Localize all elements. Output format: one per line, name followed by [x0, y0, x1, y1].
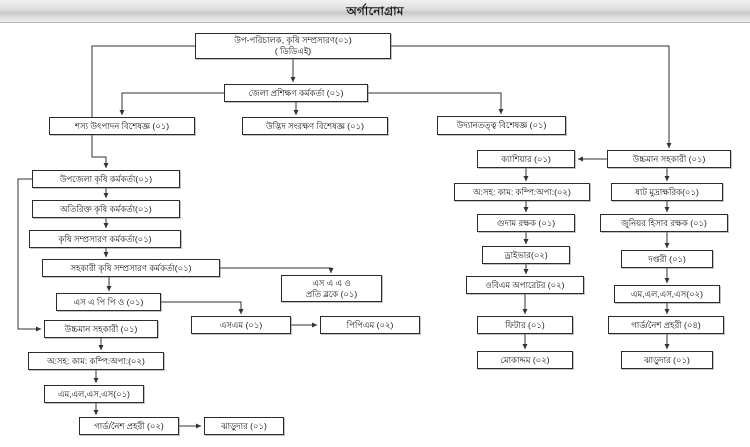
org-node-sweeper-left: ঝাড়ুদার (০১)	[204, 417, 284, 435]
page-title: অর্গানোগ্রাম	[346, 4, 404, 18]
org-node-sm: এসএম (০১)	[191, 316, 291, 334]
org-node-dto: জেলা প্রশিক্ষণ কর্মকর্তা (০১)	[224, 84, 368, 102]
org-node-ucchoman-left: উচ্চমান সহকারী (০১)	[44, 320, 158, 338]
org-node-driver: ড্রাইভার(০২)	[482, 246, 570, 264]
edge-dto-crop	[119, 92, 224, 116]
org-node-mlss-left: এম,এল,এস,এস(০১)	[44, 385, 144, 403]
edge-ddae-ucchomanright	[391, 45, 672, 149]
edge-dto-horti	[368, 92, 504, 115]
header-banner	[0, 0, 750, 23]
org-node-ddae: উপ-পরিচালক, কৃষি সম্প্রসারণ(০১) ( ডিডিএই…	[195, 33, 391, 59]
org-node-uao: উপজেলা কৃষি কর্মকর্তা(০১)	[32, 170, 180, 188]
org-node-saao: এস এ এ ও প্রতি ব্লকে (০১)	[281, 275, 382, 302]
org-node-mlss-right: এম,এল,এস,এস(০২)	[614, 285, 720, 303]
org-node-sweeper-right: ঝাড়ুদার (০১)	[621, 351, 713, 369]
org-node-storekeeper: গুদাম রক্ষক (০১)	[477, 214, 575, 232]
org-node-asst-comp-left: অ:সহ: কাম: কম্পি:অপা:(০২)	[28, 352, 164, 370]
org-node-sappo: এস এ পি পি ও (০১)	[56, 293, 161, 311]
edge-uao-ucchomanleft	[17, 178, 42, 332]
org-node-guard-right: গার্ড/নৈশ প্রহরী (০৪)	[608, 316, 724, 334]
org-node-ppm: পিপিএম (০২)	[320, 316, 420, 334]
org-node-asst-comp-mid: অ:সহ: কাম: কম্পি:অপা:(০২)	[454, 183, 590, 201]
org-node-jr-accountant: জুনিয়র হিসাব রক্ষক (০১)	[600, 214, 728, 232]
org-node-obm-operator: ওবিএম অপারেটর (০২)	[466, 276, 584, 294]
org-node-aaeo: সহকারী কৃষি সম্প্রসারণ কর্মকর্তা(০১)	[42, 259, 220, 277]
org-node-aeo: কৃষি সম্প্রসারণ কর্মকর্তা(০১)	[29, 230, 181, 248]
org-node-plant-prot-spec: উদ্ভিদ সংরক্ষণ বিশেষজ্ঞ (০১)	[242, 117, 388, 135]
edge-aaeo-saao	[220, 267, 334, 274]
org-node-guard-left: গার্ড/নৈশ প্রহরী (০২)	[79, 417, 179, 435]
org-node-doptori: দপ্তরী (০১)	[621, 250, 713, 268]
org-node-mokaddom: মোকাদ্দম (০২)	[477, 351, 573, 369]
edge-ddae-uao	[91, 45, 195, 169]
org-node-ucchoman-right: উচ্চমান সহকারী (০১)	[607, 150, 731, 168]
edge-sappo-sm	[161, 301, 244, 315]
org-node-fitter: ফিটার (০১)	[477, 316, 573, 334]
org-node-addl-ao: অতিরিক্ত কৃষি কর্মকর্তা(০১)	[32, 200, 180, 218]
org-node-crop-spec: শস্য উৎপাদন বিশেষজ্ঞ (০১)	[49, 117, 195, 135]
org-node-typist: ষাট মুদ্রাক্ষরিক(০১)	[611, 183, 723, 201]
org-node-cashier: ক্যাশিয়ার (০১)	[477, 150, 575, 168]
org-node-horti-spec: উদ্যানতত্ত্ব বিশেষজ্ঞ (০১)	[437, 116, 566, 135]
